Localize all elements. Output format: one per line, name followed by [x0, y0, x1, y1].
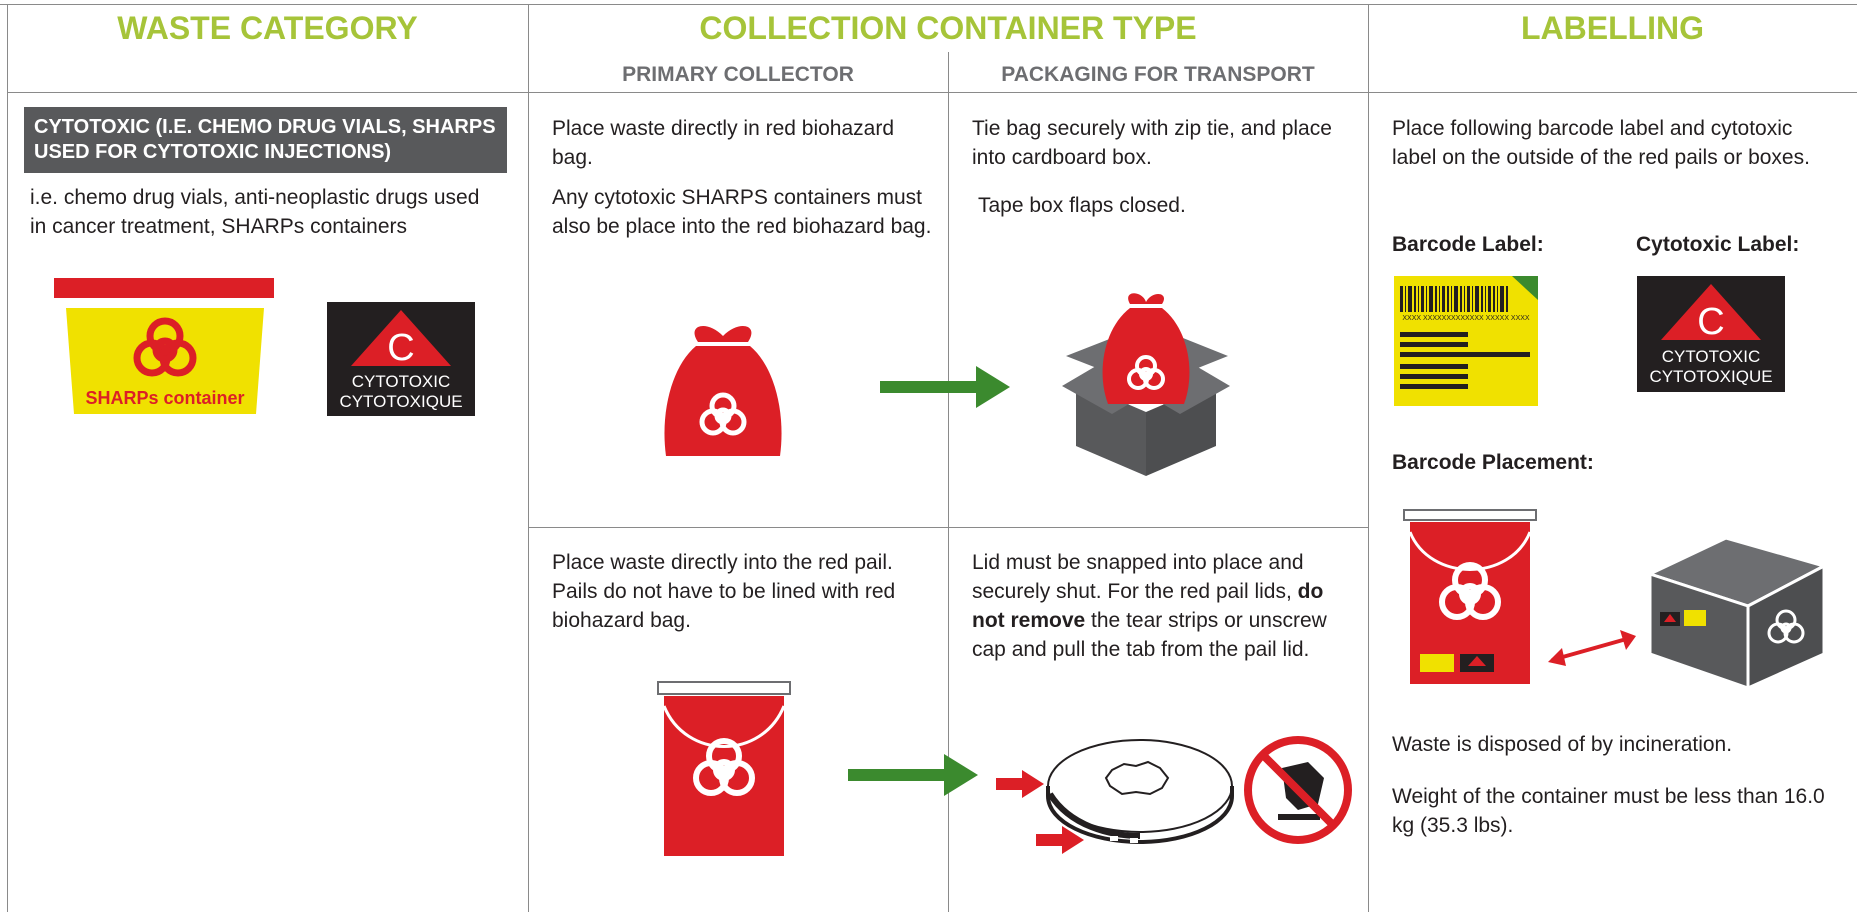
column-divider-1 — [528, 4, 529, 912]
pail-lid-illustration — [996, 739, 1234, 854]
biohazard-icon — [699, 392, 747, 436]
barcode-bars — [1400, 286, 1508, 312]
red-biohazard-bag-illustration — [664, 325, 782, 456]
barcode-label-sample: XXXX XXXXXXXXXXXXX XXXXX XXXX — [1394, 276, 1538, 406]
barcode-placement-illustration — [1403, 509, 1824, 688]
header-waste-category: WASTE CATEGORY — [117, 10, 418, 46]
barcode-number: XXXX XXXXXXXXXXXXX XXXXX XXXX — [1402, 315, 1530, 322]
sharps-container-illustration: SHARPs container — [54, 278, 274, 414]
barcode-label-heading: Barcode Label: — [1392, 233, 1544, 256]
category-description: i.e. chemo drug vials, anti-neoplastic d… — [30, 186, 480, 238]
cytotoxic-label-heading: Cytotoxic Label: — [1636, 233, 1800, 256]
pail-primary-instructions: Place waste directly into the red pail. … — [552, 551, 896, 632]
column-divider-2 — [948, 52, 949, 912]
label-text-lines — [1400, 332, 1530, 389]
do-not-remove-warning: do not remove — [972, 580, 1324, 632]
arrow-right-icon — [880, 366, 1010, 408]
disposal-note: Waste is disposed of by incineration. — [1392, 733, 1733, 756]
biohazard-icon — [1439, 562, 1501, 620]
bag-transport-text-1: Tie bag securely with zip tie, and place… — [972, 117, 1332, 169]
sharps-container-label: SHARPs container — [85, 388, 244, 408]
header-collection-container-type: COLLECTION CONTAINER TYPE — [699, 10, 1197, 46]
no-touch-prohibition-icon — [1244, 736, 1352, 844]
pail-transport-instructions: Lid must be snapped into place and secur… — [972, 551, 1327, 661]
cytotoxic-symbol-labelling: C CYTOTOXIC CYTOTOXIQUE — [1637, 276, 1785, 392]
biohazard-icon — [133, 317, 197, 377]
svg-text:C: C — [387, 327, 414, 369]
biohazard-icon — [1127, 355, 1165, 390]
category-title: CYTOTOXIC (I.E. CHEMO DRUG VIALS, SHARPS… — [24, 107, 507, 173]
bag-in-box-illustration — [1062, 293, 1230, 476]
row-divider — [528, 527, 1368, 528]
biohazard-icon — [693, 738, 755, 796]
table-border-left — [7, 4, 8, 912]
subheader-packaging-for-transport: PACKAGING FOR TRANSPORT — [1001, 63, 1315, 86]
svg-text:CYTOTOXIQUE: CYTOTOXIQUE — [339, 392, 462, 411]
header-labelling: LABELLING — [1520, 10, 1705, 46]
svg-text:CYTOTOXIC: CYTOTOXIC — [1662, 347, 1761, 366]
subheader-primary-collector: PRIMARY COLLECTOR — [622, 63, 854, 86]
table-header-rule — [7, 92, 1857, 93]
biohazard-icon — [1767, 609, 1805, 644]
red-pail-illustration — [657, 681, 791, 856]
labelling-intro: Place following barcode label and cytoto… — [1392, 117, 1810, 169]
svg-text:CYTOTOXIC: CYTOTOXIC — [352, 372, 451, 391]
column-divider-3 — [1368, 4, 1369, 912]
bag-primary-instructions: Place waste directly in red biohazard ba… — [552, 114, 932, 252]
bag-transport-text-2: Tape box flaps closed. — [978, 194, 1186, 217]
bag-transport-instructions: Tie bag securely with zip tie, and place… — [972, 114, 1352, 231]
cytotoxic-symbol-category: C CYTOTOXIC CYTOTOXIQUE — [327, 302, 475, 416]
table-border-top — [0, 4, 1857, 5]
bag-primary-text-2: Any cytotoxic SHARPS containers must als… — [552, 186, 932, 238]
weight-note: Weight of the container must be less tha… — [1392, 785, 1825, 837]
svg-text:CYTOTOXIQUE: CYTOTOXIQUE — [1649, 367, 1772, 386]
bag-primary-text-1: Place waste directly in red biohazard ba… — [552, 117, 895, 169]
arrow-right-icon — [848, 754, 978, 796]
svg-text:C: C — [1697, 301, 1724, 343]
barcode-placement-heading: Barcode Placement: — [1392, 451, 1594, 474]
